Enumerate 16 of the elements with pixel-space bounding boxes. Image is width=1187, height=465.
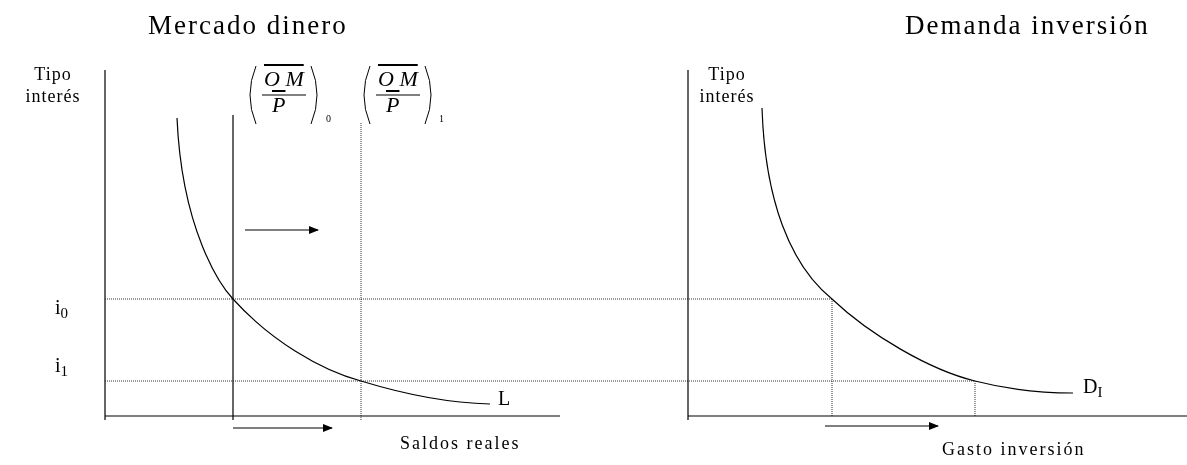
chart-title: Demanda inversión (905, 12, 1150, 39)
curve-label: L (498, 388, 511, 408)
tick-label: i$_{0}$ (55, 297, 69, 317)
numerator: O M (264, 68, 304, 90)
subscript: 1 (439, 114, 444, 124)
axis-label: Gasto inversión (942, 440, 1086, 458)
axis-label: Saldos reales (400, 434, 521, 452)
tick-label: i$_{1}$ (55, 355, 69, 375)
numerator: O M (378, 68, 418, 90)
denominator: P (386, 94, 400, 116)
curve-label: D$_{I}$ (1083, 376, 1103, 396)
axis-label: Tipo interés (24, 63, 82, 107)
denominator: P (272, 94, 286, 116)
axis-label: Tipo interés (698, 63, 756, 107)
chart-title: Mercado dinero (148, 12, 348, 39)
subscript: 0 (326, 114, 331, 124)
